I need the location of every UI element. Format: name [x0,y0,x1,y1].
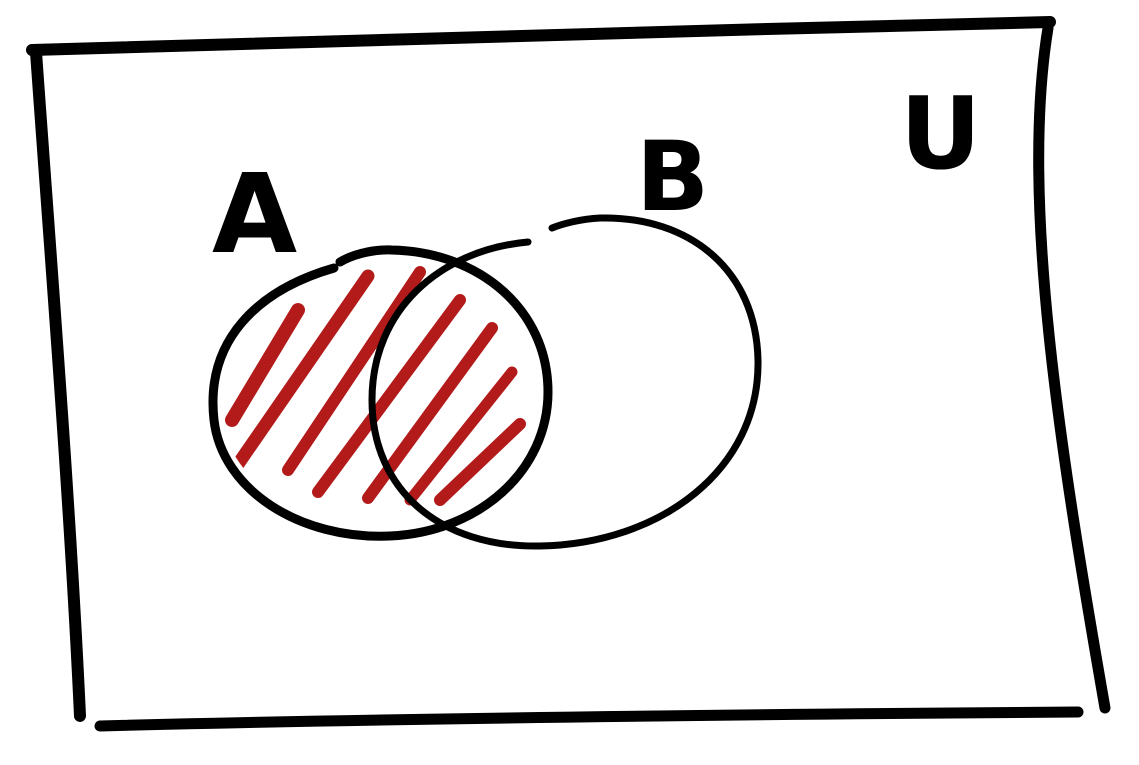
universe-rectangle [26,16,1111,732]
set-a-label: A [212,150,297,278]
universe-top-edge [26,16,1056,56]
hatch-line [404,366,518,506]
universe-label: U [900,75,981,192]
universe-right-edge [1033,22,1111,714]
set-a-circle [208,245,553,541]
universe-left-edge [30,46,86,722]
hatch-line [434,418,526,506]
hatch-line [227,269,375,477]
set-b-circle [368,214,762,550]
set-b-label: B [636,121,709,233]
hatch-line [225,303,305,427]
universe-bottom-edge [94,706,1084,732]
hatch-line [282,266,426,476]
hatch-line [312,294,466,498]
